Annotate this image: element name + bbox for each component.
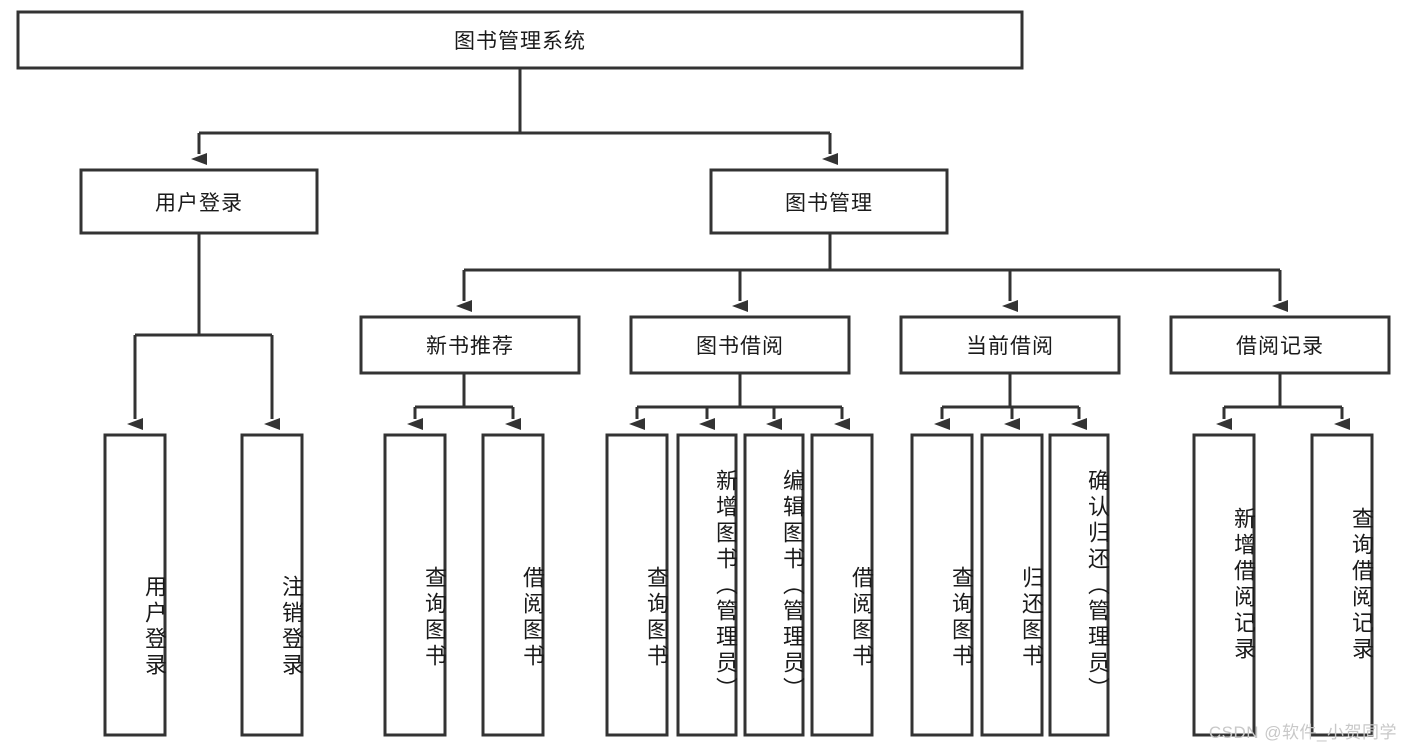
node-box-leaf-return-book[interactable] <box>980 433 1044 737</box>
node-box-leaf-borrow-book-1[interactable] <box>481 433 545 737</box>
node-box-root[interactable] <box>16 10 1024 70</box>
node-box-borrow-record[interactable] <box>1169 315 1391 375</box>
node-box-leaf-query-borrow-record[interactable] <box>1310 433 1374 737</box>
node-box-leaf-add-borrow-record[interactable] <box>1192 433 1256 737</box>
node-box-book-management[interactable] <box>709 168 949 235</box>
node-box-current-borrow[interactable] <box>899 315 1121 375</box>
csdn-watermark: CSDN @软件_小贺同学 <box>1208 723 1397 742</box>
node-box-new-book-recommend[interactable] <box>359 315 581 375</box>
node-box-leaf-user-login[interactable] <box>103 433 167 737</box>
node-box-leaf-query-book-3[interactable] <box>910 433 974 737</box>
node-box-leaf-add-book-admin[interactable] <box>676 433 738 737</box>
node-box-user-login[interactable] <box>79 168 319 235</box>
node-box-leaf-query-book-1[interactable] <box>383 433 447 737</box>
node-box-leaf-edit-book-admin[interactable] <box>743 433 805 737</box>
node-box-book-borrow[interactable] <box>629 315 851 375</box>
node-box-leaf-borrow-book-2[interactable] <box>810 433 874 737</box>
node-box-leaf-logout[interactable] <box>240 433 304 737</box>
node-box-leaf-query-book-2[interactable] <box>605 433 669 737</box>
node-box-leaf-confirm-return-admin[interactable] <box>1048 433 1110 737</box>
